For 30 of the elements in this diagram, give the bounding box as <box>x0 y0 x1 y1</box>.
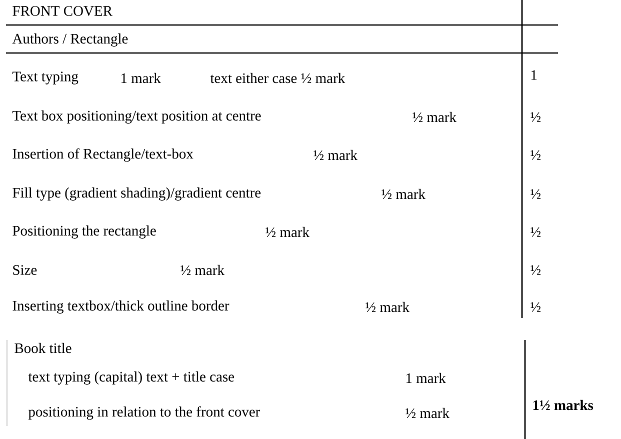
mark-value: ½ mark <box>266 226 310 238</box>
mark-value: text either case ½ mark <box>210 72 346 84</box>
score-value: 1 <box>531 70 537 80</box>
criterion-text: text typing (capital) text + title case <box>28 371 234 385</box>
mark-value: 1 mark <box>121 72 161 84</box>
mark-value: 1 mark <box>406 372 446 384</box>
criterion-text: Text box positioning/text position at centre <box>12 110 261 124</box>
criterion-text: Inserting textbox/thick outline border <box>12 300 230 314</box>
mark-value: ½ mark <box>382 188 426 200</box>
section-heading: FRONT COVER <box>12 6 112 16</box>
criterion-text: Text typing <box>12 72 78 84</box>
criterion-text: Positioning the rectangle <box>12 225 156 239</box>
mark-value: ½ mark <box>314 150 358 160</box>
score-value: ½ <box>530 189 541 199</box>
section-heading: Authors / Rectangle <box>12 33 128 47</box>
mark-value: ½ mark <box>406 408 450 418</box>
score-value: ½ <box>530 112 541 122</box>
score-value: ½ <box>530 150 541 160</box>
score-value: ½ <box>530 227 541 237</box>
mark-value: ½ mark <box>180 264 224 276</box>
section-heading: Book title <box>14 342 72 354</box>
criterion-text: Size <box>13 265 37 275</box>
mark-value: ½ mark <box>412 112 457 122</box>
mark-value: ½ mark <box>366 302 410 312</box>
score-value: ½ <box>530 265 541 275</box>
criterion-text: positioning in relation to the front cover <box>28 406 260 420</box>
score-value: ½ <box>530 302 541 312</box>
criterion-text: Fill type (gradient shading)/gradient centre <box>12 187 261 201</box>
criterion-text: Insertion of Rectangle/text-box <box>12 148 194 162</box>
total-score: 1½ marks <box>533 400 594 410</box>
